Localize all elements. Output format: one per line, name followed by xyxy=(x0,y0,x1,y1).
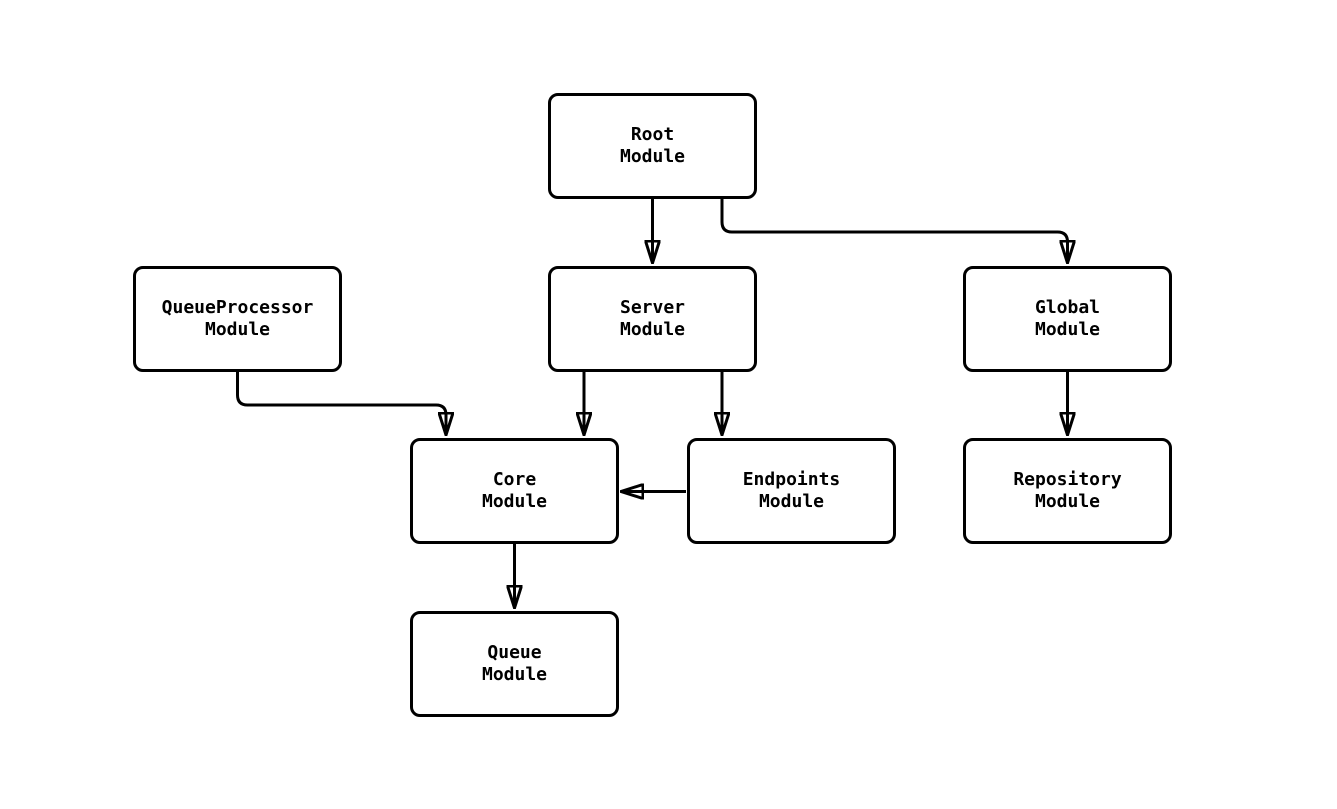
node-server-module-label: Server Module xyxy=(619,297,686,340)
node-queueprocessor-module-label: QueueProcessor Module xyxy=(161,297,314,340)
node-queueprocessor-module: QueueProcessor Module xyxy=(133,266,342,372)
node-server-module: Server Module xyxy=(548,266,757,372)
node-core-module: Core Module xyxy=(410,438,619,544)
node-queue-module: Queue Module xyxy=(410,611,619,717)
node-repository-module-label: Repository Module xyxy=(1013,469,1122,512)
node-repository-module: Repository Module xyxy=(963,438,1172,544)
node-root-module: Root Module xyxy=(548,93,757,199)
edge-root-to-global xyxy=(720,197,1068,262)
node-endpoints-module: Endpoints Module xyxy=(687,438,896,544)
node-endpoints-module-label: Endpoints Module xyxy=(742,469,841,512)
node-global-module-label: Global Module xyxy=(1034,297,1101,340)
node-global-module: Global Module xyxy=(963,266,1172,372)
node-queue-module-label: Queue Module xyxy=(481,642,548,685)
edge-queueprocessor-to-core xyxy=(236,371,447,434)
node-core-module-label: Core Module xyxy=(481,469,548,512)
node-root-module-label: Root Module xyxy=(619,124,686,167)
